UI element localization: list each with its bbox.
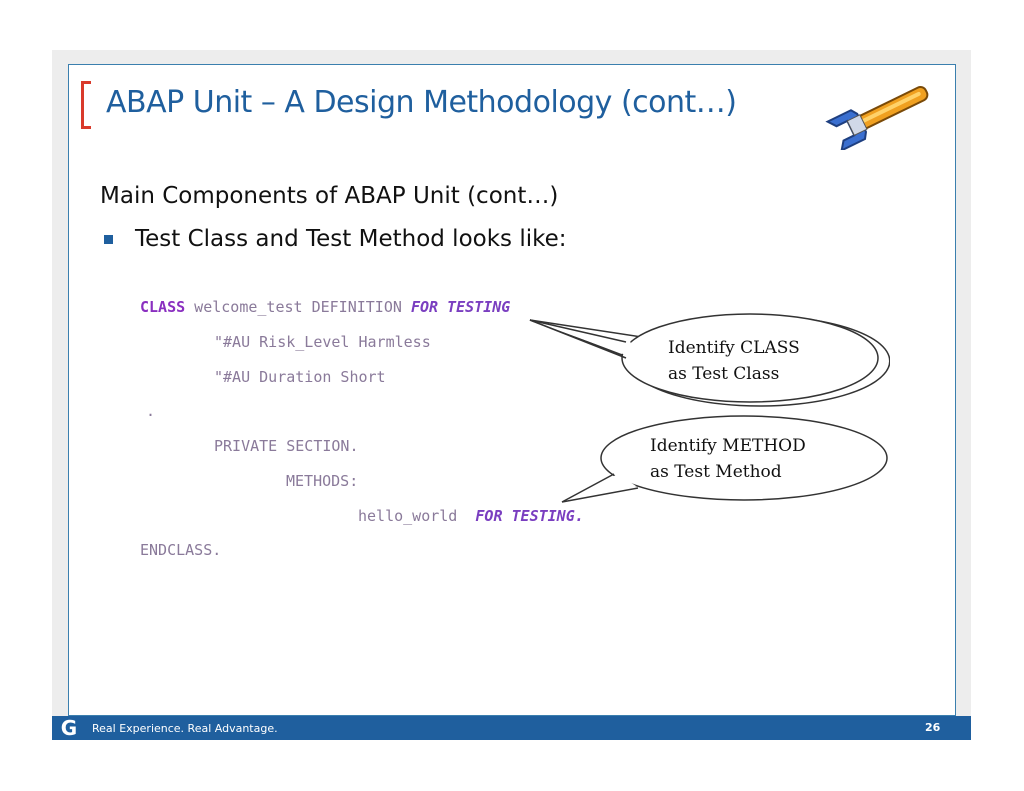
class-callout-line-2: as Test Class: [668, 364, 780, 384]
method-callout-line-2: as Test Method: [650, 462, 782, 482]
code-line-4: .: [146, 402, 156, 420]
subheading: Main Components of ABAP Unit (cont…): [100, 183, 559, 209]
code-line-6: METHODS:: [286, 472, 359, 490]
class-callout-line-1: Identify CLASS: [668, 338, 800, 358]
code-line-2: "#AU Risk_Level Harmless: [214, 333, 431, 351]
code-keyword: FOR TESTING.: [475, 507, 584, 525]
code-keyword: CLASS: [140, 298, 186, 316]
code-line-1: CLASS welcome_test DEFINITION FOR TESTIN…: [140, 298, 510, 316]
bullet-text: Test Class and Test Method looks like:: [135, 226, 567, 252]
company-logo-icon: G: [60, 716, 78, 740]
code-line-3: "#AU Duration Short: [214, 368, 386, 386]
title-bracket: [81, 81, 91, 129]
page-number: 26: [925, 721, 941, 734]
bullet-square-icon: [104, 235, 113, 244]
code-line-7: hello_world FOR TESTING.: [358, 507, 584, 525]
slide-title: ABAP Unit – A Design Methodology (cont…): [106, 85, 737, 120]
method-callout-line-1: Identify METHOD: [650, 436, 806, 456]
code-text: welcome_test DEFINITION: [185, 298, 411, 316]
code-keyword: FOR TESTING: [410, 298, 511, 316]
class-callout-bubble: [529, 313, 890, 407]
wrench-icon: [825, 86, 929, 150]
code-text: hello_world: [358, 507, 476, 525]
method-callout-bubble: [561, 415, 888, 503]
footer-tagline: Real Experience. Real Advantage.: [92, 722, 278, 735]
code-line-8: ENDCLASS.: [140, 541, 222, 559]
code-line-5: PRIVATE SECTION.: [214, 437, 359, 455]
footer-bar: [52, 716, 971, 740]
